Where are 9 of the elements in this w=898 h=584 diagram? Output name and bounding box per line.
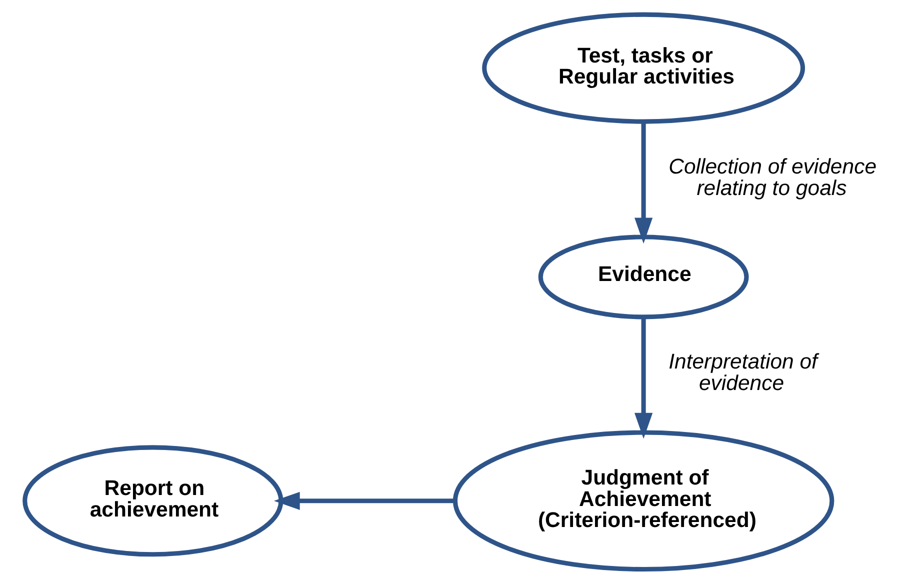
node-ellipse: Evidence <box>538 234 749 320</box>
arrow <box>634 122 653 244</box>
node-ellipse: Report on achievement <box>22 445 284 557</box>
arrow <box>634 316 653 439</box>
node-ellipse: Judgment of Achievement (Criterion-referenced) <box>452 430 834 572</box>
arrow <box>274 492 456 510</box>
edge-label: Collection of evidence relating to goals <box>668 154 877 200</box>
edge-label: Interpretation of evidence <box>668 350 818 395</box>
node-ellipse: Test, tasks or Regular activities <box>482 12 806 124</box>
